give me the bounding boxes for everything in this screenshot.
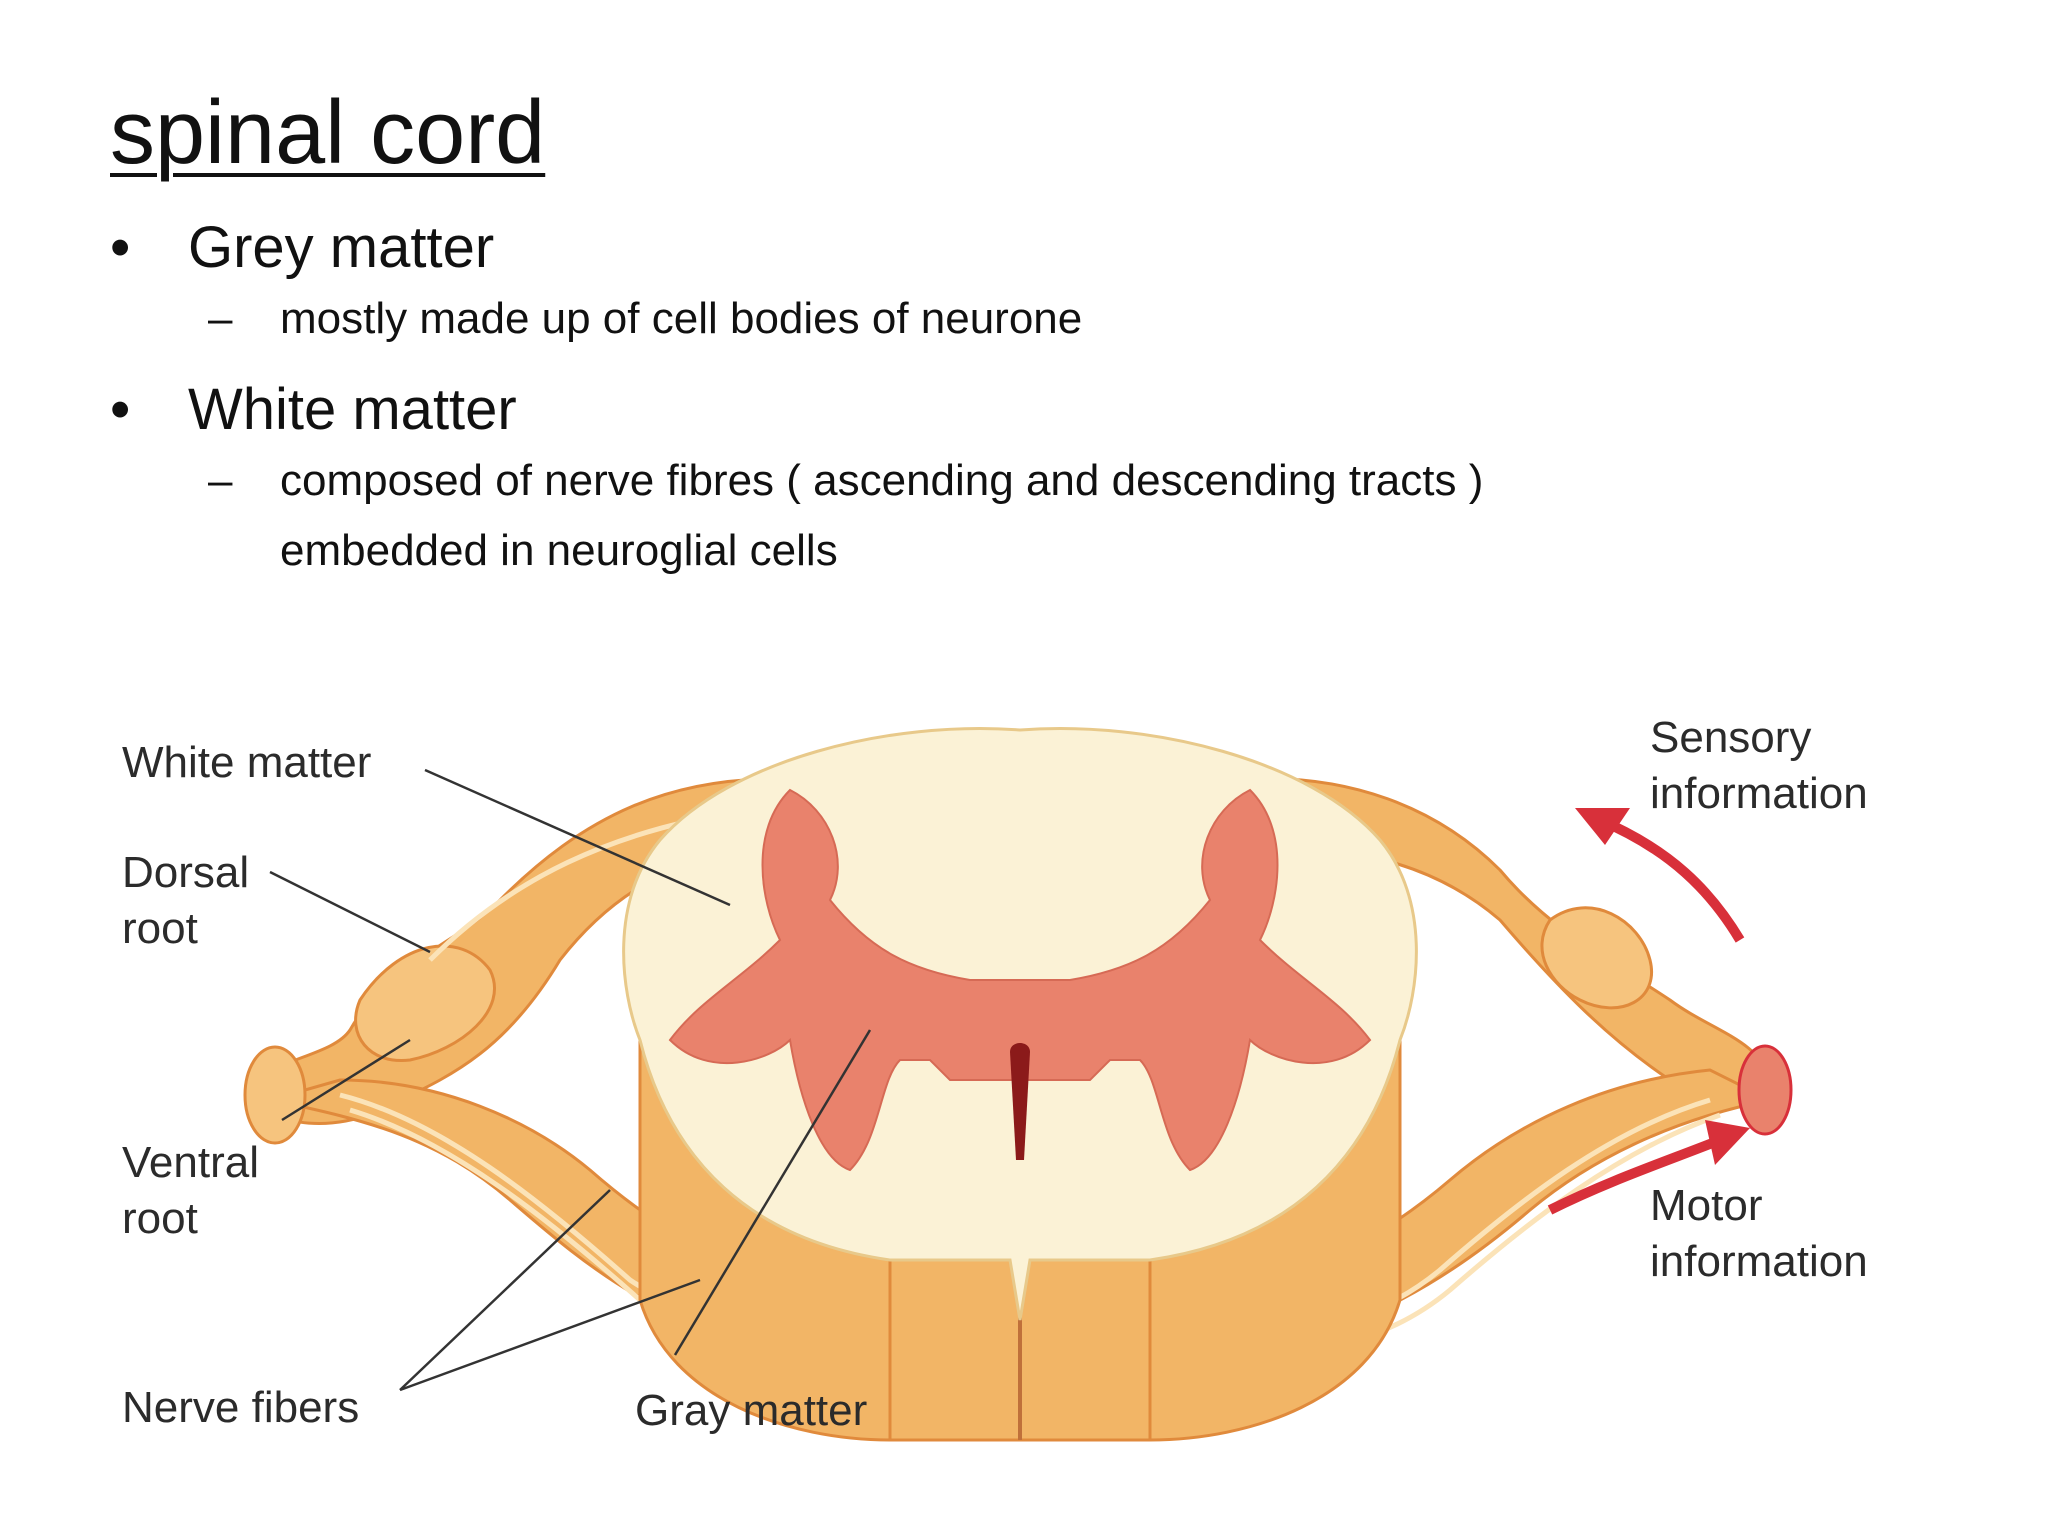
label-nerve-fibers: Nerve fibers — [122, 1383, 359, 1432]
label-motor: Motor — [1650, 1181, 1762, 1230]
sub-bullet-white-matter: – composed of nerve fibres ( ascending a… — [110, 446, 1930, 586]
bullet-grey-matter: • Grey matter — [110, 212, 1930, 284]
label-dorsal-root: root — [122, 904, 198, 953]
sub-bullet-text-line2: embedded in neuroglial cells — [280, 526, 838, 575]
motor-arrow — [1547, 1135, 1722, 1215]
sensory-arrow — [1598, 815, 1745, 943]
central-canal — [1010, 1043, 1030, 1160]
label-sensory-information: information — [1650, 769, 1868, 818]
label-gray-matter: Gray matter — [635, 1386, 867, 1435]
slide-title: spinal cord — [110, 83, 546, 183]
leader-nerve-fiber-1 — [399, 1189, 611, 1391]
right-dorsal-ganglion — [1540, 906, 1653, 1010]
sub-bullet-text: mostly made up of cell bodies of neurone — [280, 294, 1083, 343]
bullet-white-matter: • White matter — [110, 374, 1930, 446]
label-dorsal: Dorsal — [122, 848, 249, 897]
leader-white-matter — [424, 768, 731, 907]
label-sensory: Sensory — [1650, 713, 1811, 762]
sub-bullet-text-line1: composed of nerve fibres ( ascending and… — [280, 456, 1484, 505]
bullet-text: Grey matter — [188, 215, 495, 280]
label-motor-information: information — [1650, 1237, 1868, 1286]
label-ventral: Ventral — [122, 1138, 259, 1187]
leader-gray-matter — [673, 1029, 872, 1356]
sensory-arrow-head — [1575, 808, 1630, 845]
left-nerve-end — [243, 1045, 307, 1145]
spinal-cord-diagram: White matter Dorsal root Ventral root Ne… — [110, 700, 1930, 1490]
label-ventral-root: root — [122, 1194, 198, 1243]
bullet-dot: • — [110, 215, 131, 280]
left-dorsal-ganglion — [354, 944, 497, 1063]
leader-ventral-root — [281, 1038, 411, 1122]
sub-bullet-dash: – — [208, 294, 233, 343]
sub-bullet-dash: – — [208, 456, 233, 505]
sub-bullet-grey-matter: – mostly made up of cell bodies of neuro… — [110, 284, 1930, 354]
right-nerve-end — [1737, 1044, 1793, 1136]
gray-matter-area — [668, 788, 1372, 1172]
bullet-list: • Grey matter – mostly made up of cell b… — [110, 212, 1930, 586]
bullet-text: White matter — [188, 377, 517, 442]
motor-arrow-head — [1705, 1120, 1750, 1165]
spinal-cord-illustration: White matter Dorsal root Ventral root Ne… — [122, 713, 1868, 1442]
leader-dorsal-root — [269, 870, 431, 954]
leader-nerve-fiber-2 — [399, 1278, 701, 1392]
label-white-matter: White matter — [122, 738, 371, 787]
bullet-dot: • — [110, 377, 131, 442]
